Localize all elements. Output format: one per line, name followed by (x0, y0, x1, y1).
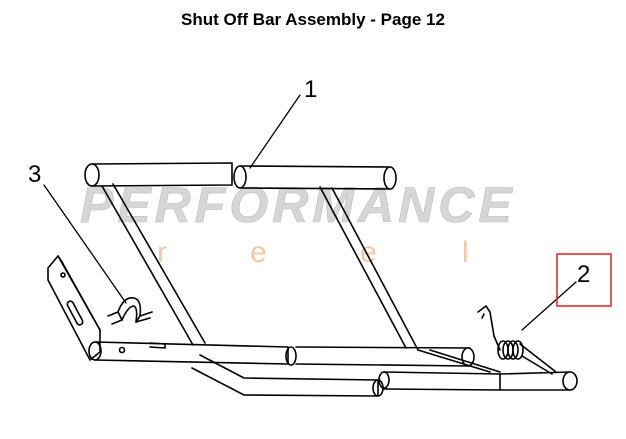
bottom-bar (88, 341, 475, 367)
watermark-letter-1: r (157, 236, 167, 269)
watermark-letter-2: e (250, 236, 267, 269)
watermark-letter-3: e (360, 236, 377, 269)
leader-1 (249, 94, 301, 169)
watermark: PERFORMANCE r e e l (80, 177, 516, 269)
spring (477, 305, 557, 375)
callout-1: 1 (304, 76, 317, 103)
callout-2-highlight (556, 253, 612, 307)
diagram-title: Shut Off Bar Assembly - Page 12 (181, 10, 445, 29)
clamp (107, 296, 153, 325)
leader-2 (521, 281, 577, 331)
leader-3 (43, 184, 127, 304)
diagonal-struts (101, 183, 419, 351)
callout-2: 2 (577, 261, 590, 288)
leader-lines (43, 94, 577, 331)
callout-3: 3 (28, 161, 41, 188)
top-bar (84, 162, 397, 190)
rear-bar (191, 349, 578, 397)
side-plate (47, 255, 101, 361)
watermark-brand: PERFORMANCE (80, 177, 516, 233)
watermark-letter-4: l (462, 236, 469, 269)
